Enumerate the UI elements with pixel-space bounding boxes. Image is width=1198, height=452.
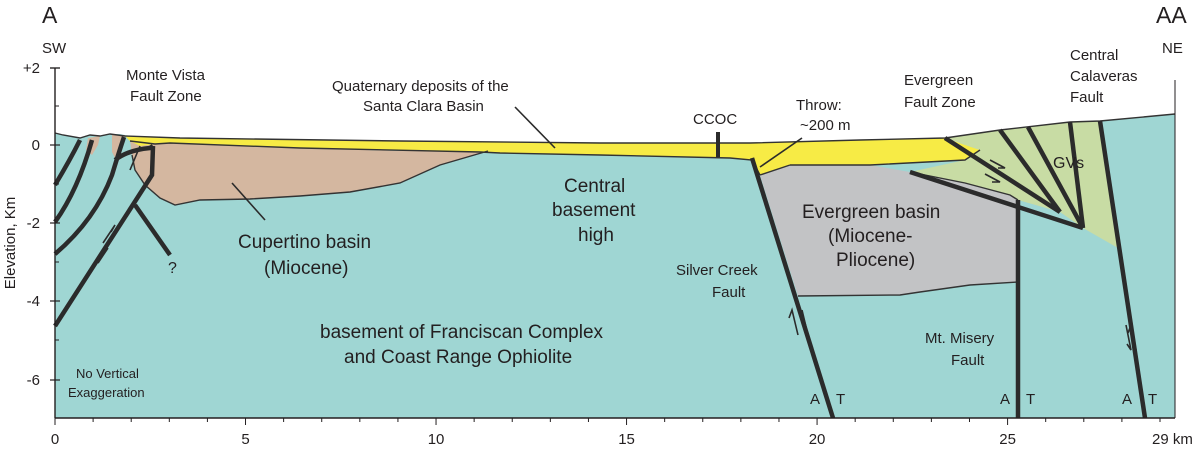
evergreen-basin-top-east [909, 171, 1019, 201]
y-tick-label: -2 [27, 215, 40, 232]
x-tick-label: 25 [999, 431, 1016, 448]
evergreen-arrow-1 [989, 159, 1006, 169]
calaveras-label-2: Calaveras [1070, 68, 1138, 85]
calaveras-arrow-down [1125, 324, 1132, 351]
direction-ne: NE [1162, 40, 1183, 57]
central-high-label-3: high [578, 225, 614, 246]
silver-creek-fault [749, 157, 836, 419]
calaveras-t: T [1148, 391, 1157, 408]
quaternary-base-line [129, 140, 761, 176]
y-tick-label: -6 [27, 372, 40, 389]
x-tick-label: 10 [428, 431, 445, 448]
section-start-label: A [42, 2, 58, 28]
central-calaveras-fault [1097, 120, 1148, 419]
evergreen-basin-label-3: Pliocene) [836, 250, 915, 271]
cupertino-base-line [131, 150, 489, 206]
cupertino-label-2: (Miocene) [264, 258, 348, 279]
ccoc-label: CCOC [693, 111, 737, 128]
quaternary-label-1: Quaternary deposits of the [332, 78, 509, 95]
evergreen-arrow-2 [984, 173, 1001, 183]
evergreen-basin-top [759, 164, 791, 176]
direction-sw: SW [42, 40, 67, 57]
central-high-label-1: Central [564, 176, 625, 197]
x-tick-labels: 0 5 10 15 20 25 29 km [51, 431, 1193, 448]
x-tick-group [54, 418, 1161, 425]
no-vert-label-2: Exaggeration [68, 385, 145, 400]
section-end-label: AA [1156, 2, 1187, 28]
silver-creek-a: A [810, 391, 820, 408]
y-tick-label: +2 [23, 60, 40, 77]
no-vert-label-1: No Vertical [76, 366, 139, 381]
x-tick-label: 29 km [1152, 431, 1193, 448]
throw-label-2: ~200 m [800, 117, 850, 134]
monte-vista-fault-2 [53, 139, 95, 224]
ground-surface-line [54, 113, 1176, 144]
y-axis-title: Elevation, Km [2, 197, 19, 290]
franciscan-label-2: and Coast Range Ophiolite [344, 347, 572, 368]
evergreen-basin-base-line [797, 281, 1019, 297]
mt-misery-t: T [1026, 391, 1035, 408]
monte-vista-splay [133, 203, 172, 257]
cupertino-basin-unit [130, 140, 488, 205]
cupertino-label-1: Cupertino basin [238, 232, 371, 253]
evergreen-fz-label-1: Evergreen [904, 72, 973, 89]
evergreen-fault-4 [1026, 125, 1085, 230]
monte-vista-fault-5 [53, 145, 156, 328]
throw-leader [759, 137, 803, 168]
quaternary-label-2: Santa Clara Basin [363, 98, 484, 115]
evergreen-fault-2 [909, 169, 1084, 231]
cupertino-leader [231, 182, 266, 221]
silver-creek-t: T [836, 391, 845, 408]
monte-vista-fault-3 [53, 136, 127, 256]
quaternary-leader [514, 106, 556, 149]
mt-misery-label-1: Mt. Misery [925, 330, 995, 347]
mt-misery-label-2: Fault [951, 352, 985, 369]
x-tick-label: 0 [51, 431, 59, 448]
franciscan-label-1: basement of Franciscan Complex [320, 322, 604, 343]
evergreen-fault-5 [1067, 121, 1086, 229]
evergreen-fault-3 [998, 128, 1062, 214]
evergreen-fault-1 [943, 136, 1062, 214]
question-mark: ? [168, 260, 177, 277]
evergreen-fz-label-2: Fault Zone [904, 94, 976, 111]
silver-creek-arrow-up [788, 307, 799, 336]
quaternary-unit [125, 136, 980, 175]
central-high-label-2: basement [552, 200, 636, 221]
x-tick-label: 15 [618, 431, 635, 448]
slip-arrow-up [102, 224, 116, 244]
evergreen-basin-label-2: (Miocene- [828, 226, 912, 247]
monte-vista-fault-1 [53, 138, 83, 187]
evergreen-basin-label-1: Evergreen basin [802, 202, 940, 223]
calaveras-a: A [1122, 391, 1132, 408]
evergreen-basin-unit [760, 165, 1018, 296]
y-tick-label: -4 [27, 293, 40, 310]
calaveras-label-3: Fault [1070, 89, 1104, 106]
throw-label-1: Throw: [796, 97, 842, 114]
silver-creek-label-2: Fault [712, 284, 746, 301]
monte-vista-fault-6 [129, 145, 141, 171]
y-tick-group [50, 67, 60, 381]
monte-vista-fault-4 [113, 144, 155, 162]
gvs-label: GVs [1053, 155, 1084, 172]
silver-creek-arrow-down [801, 309, 809, 336]
calaveras-label-1: Central [1070, 47, 1118, 64]
x-tick-label: 20 [809, 431, 826, 448]
monte-vista-label-2: Fault Zone [130, 88, 202, 105]
mt-misery-a: A [1000, 391, 1010, 408]
silver-creek-label-1: Silver Creek [676, 262, 758, 279]
slip-arrow-down [97, 247, 109, 264]
calaveras-arrow-up [1127, 322, 1137, 351]
y-tick-label: 0 [32, 137, 40, 154]
y-tick-labels: +2 0 -2 -4 -6 [23, 60, 40, 389]
monte-vista-label-1: Monte Vista [126, 67, 206, 84]
x-tick-label: 5 [241, 431, 249, 448]
